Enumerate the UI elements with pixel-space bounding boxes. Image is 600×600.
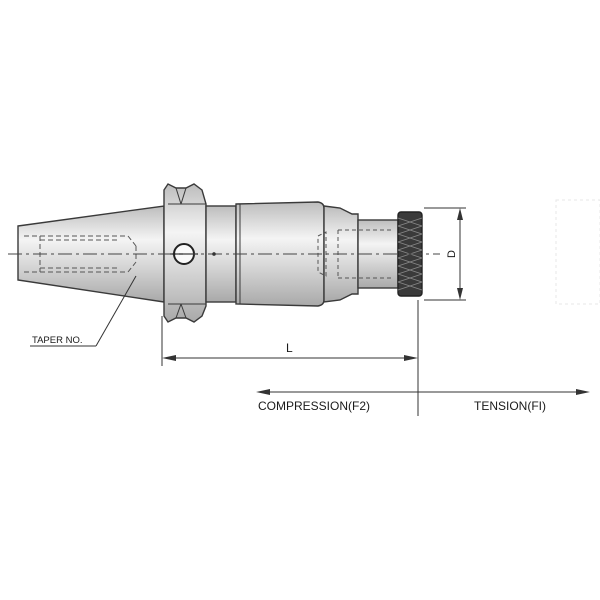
- tension-label: TENSION(FI): [474, 399, 546, 413]
- diameter-label: D: [446, 250, 458, 258]
- force-axis: COMPRESSION(F2) TENSION(FI): [256, 300, 590, 416]
- ghost-frame: [555, 199, 600, 305]
- taper-no-callout: TAPER NO.: [30, 275, 137, 347]
- diameter-dimension: D: [424, 207, 466, 301]
- taper-no-label: TAPER NO.: [32, 335, 83, 346]
- compression-label: COMPRESSION(F2): [258, 399, 370, 413]
- flange: [163, 183, 207, 323]
- length-label: L: [286, 341, 293, 355]
- hidden-bore: [24, 235, 137, 273]
